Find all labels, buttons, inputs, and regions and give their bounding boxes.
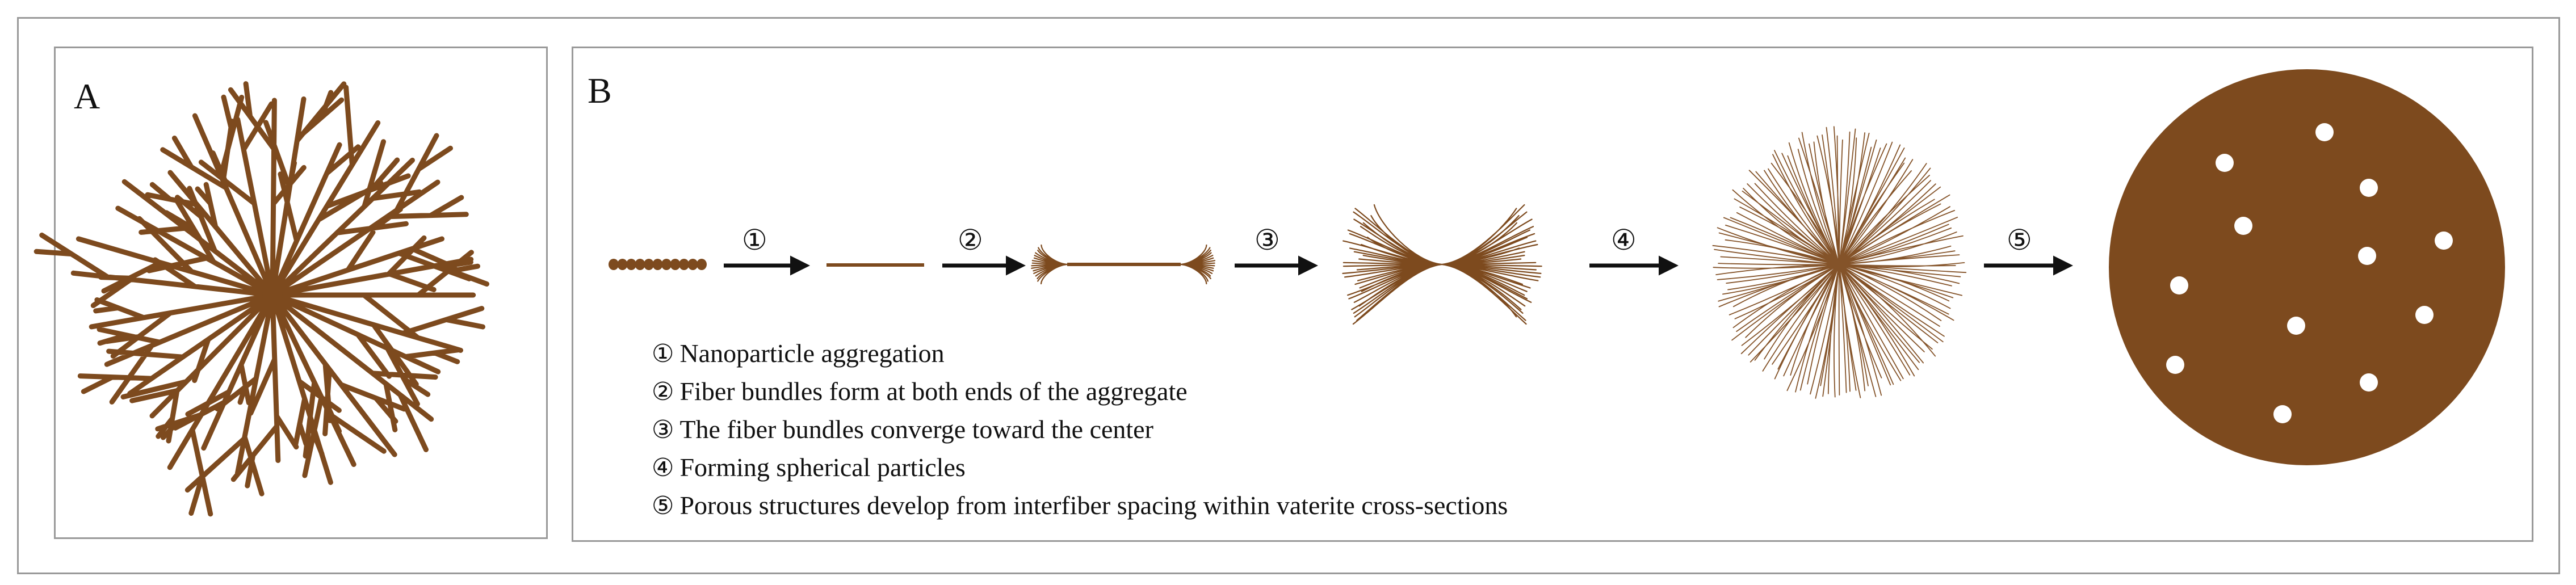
converging-fiber-bundles (1342, 204, 1542, 325)
dendrite-core (262, 285, 283, 305)
step-1-marker: ① (742, 224, 767, 256)
pore (2360, 373, 2378, 392)
legend-text-3: The fiber bundles converge toward the ce… (679, 415, 1153, 444)
legend-text-1: Nanoparticle aggregation (679, 339, 945, 368)
nanoparticle-bridge (614, 262, 702, 267)
dendritic-spherulite (33, 81, 489, 517)
legend-text-4: Forming spherical particles (679, 453, 966, 482)
step-5-marker: ⑤ (2007, 224, 2032, 256)
legend-num-4: ④ (652, 453, 674, 482)
pore (2435, 232, 2453, 250)
legend-num-1: ① (652, 339, 674, 368)
spherical-fiber-particle (1712, 126, 1967, 399)
nanoparticle-chain (609, 259, 707, 270)
right-bundle-fibers (1180, 244, 1216, 285)
pore (2166, 356, 2184, 374)
fiber-bundles-at-ends (1031, 244, 1216, 285)
pore (2287, 317, 2305, 335)
legend-num-2: ② (652, 377, 674, 406)
step-4-marker: ④ (1611, 224, 1637, 256)
legend-num-5: ⑤ (652, 491, 674, 520)
pore (2415, 306, 2434, 324)
legend-text-5: Porous structures develop from interfibe… (679, 491, 1508, 520)
dendrite-branches (33, 81, 489, 517)
pore (2358, 247, 2376, 265)
pore (2234, 217, 2252, 235)
porous-cross-section (2109, 69, 2505, 465)
pore (2273, 405, 2292, 423)
pore (2315, 123, 2334, 141)
outer-frame (17, 17, 2560, 574)
step-2-marker: ② (958, 224, 983, 256)
legend-num-3: ③ (652, 415, 674, 444)
pore (2216, 154, 2234, 172)
left-bundle-fibers (1031, 244, 1068, 285)
panel-label-a: A (74, 76, 100, 116)
bowtie-fibers (1342, 204, 1542, 325)
panel-label-b: B (588, 70, 612, 111)
legend-text-2: Fiber bundles form at both ends of the a… (679, 377, 1188, 406)
pore (2170, 276, 2188, 294)
step-3-marker: ③ (1255, 224, 1280, 256)
pore (2360, 179, 2378, 197)
cross-section-disc (2109, 69, 2505, 465)
sphere-fibers (1712, 126, 1967, 399)
